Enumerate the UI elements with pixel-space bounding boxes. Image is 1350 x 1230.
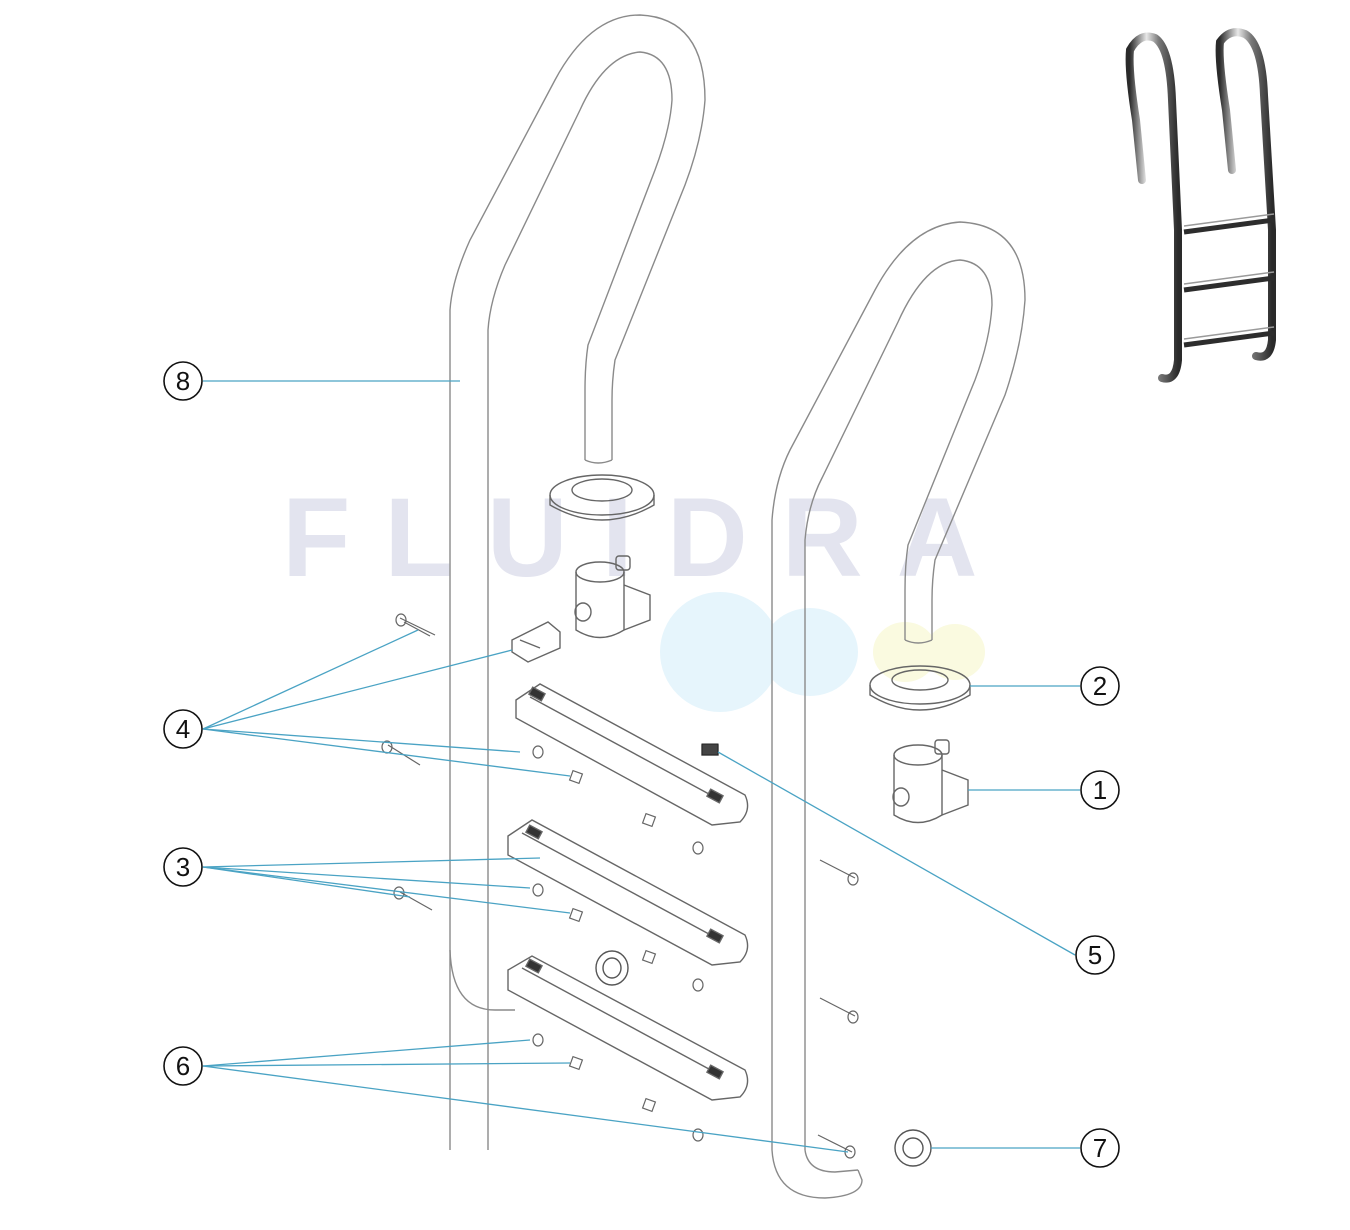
leader-6c bbox=[202, 1065, 849, 1153]
end-cap-bottom bbox=[894, 1129, 932, 1167]
callout-8: 8 bbox=[163, 361, 203, 401]
step-bottom bbox=[507, 955, 749, 1101]
callout-3: 3 bbox=[163, 847, 203, 887]
leader-5 bbox=[717, 751, 1076, 956]
left-handrail bbox=[449, 14, 706, 1150]
leader-3a bbox=[202, 857, 541, 868]
callout-5: 5 bbox=[1075, 935, 1115, 975]
callout-1-number: 1 bbox=[1093, 775, 1107, 805]
watermark-text: FLUIDRA bbox=[282, 475, 1011, 600]
anti-slip-pad bbox=[701, 743, 719, 756]
left-flange bbox=[549, 474, 655, 521]
callout-8-number: 8 bbox=[176, 366, 190, 396]
callout-6: 6 bbox=[163, 1046, 203, 1086]
callout-6-number: 6 bbox=[176, 1051, 190, 1081]
right-handrail bbox=[771, 221, 1026, 1199]
right-anchor-socket bbox=[892, 739, 969, 824]
leader-4d bbox=[202, 728, 571, 777]
fluidra-watermark: FLUIDRA bbox=[282, 475, 1011, 712]
step-bracket bbox=[511, 621, 561, 663]
callout-4-number: 4 bbox=[176, 714, 190, 744]
callout-4: 4 bbox=[163, 709, 203, 749]
leader-6a bbox=[202, 1039, 531, 1067]
step-middle bbox=[507, 819, 749, 966]
watermark-dot-yellow-2 bbox=[925, 624, 985, 680]
leader-lines bbox=[202, 380, 1080, 1153]
right-flange bbox=[869, 665, 971, 711]
watermark-blob-right bbox=[762, 608, 858, 696]
callout-7-number: 7 bbox=[1093, 1133, 1107, 1163]
callout-1: 1 bbox=[1080, 770, 1120, 810]
left-anchor-socket bbox=[574, 555, 651, 639]
callout-2-number: 2 bbox=[1093, 671, 1107, 701]
end-cap-mid bbox=[595, 950, 629, 986]
leader-6b bbox=[202, 1062, 571, 1067]
callout-5-number: 5 bbox=[1088, 940, 1102, 970]
leader-3c bbox=[202, 866, 411, 898]
ladder-photo-thumbnail bbox=[1125, 28, 1276, 383]
leader-4b bbox=[202, 649, 513, 730]
leader-3b bbox=[202, 866, 531, 889]
watermark-blob-left bbox=[660, 592, 780, 712]
callout-3-number: 3 bbox=[176, 852, 190, 882]
leader-4a bbox=[202, 629, 419, 730]
callout-7: 7 bbox=[1080, 1128, 1120, 1168]
callout-2: 2 bbox=[1080, 666, 1120, 706]
leader-3d bbox=[202, 866, 571, 914]
watermark-dot-yellow-1 bbox=[873, 622, 937, 682]
leader-4c bbox=[202, 728, 521, 753]
